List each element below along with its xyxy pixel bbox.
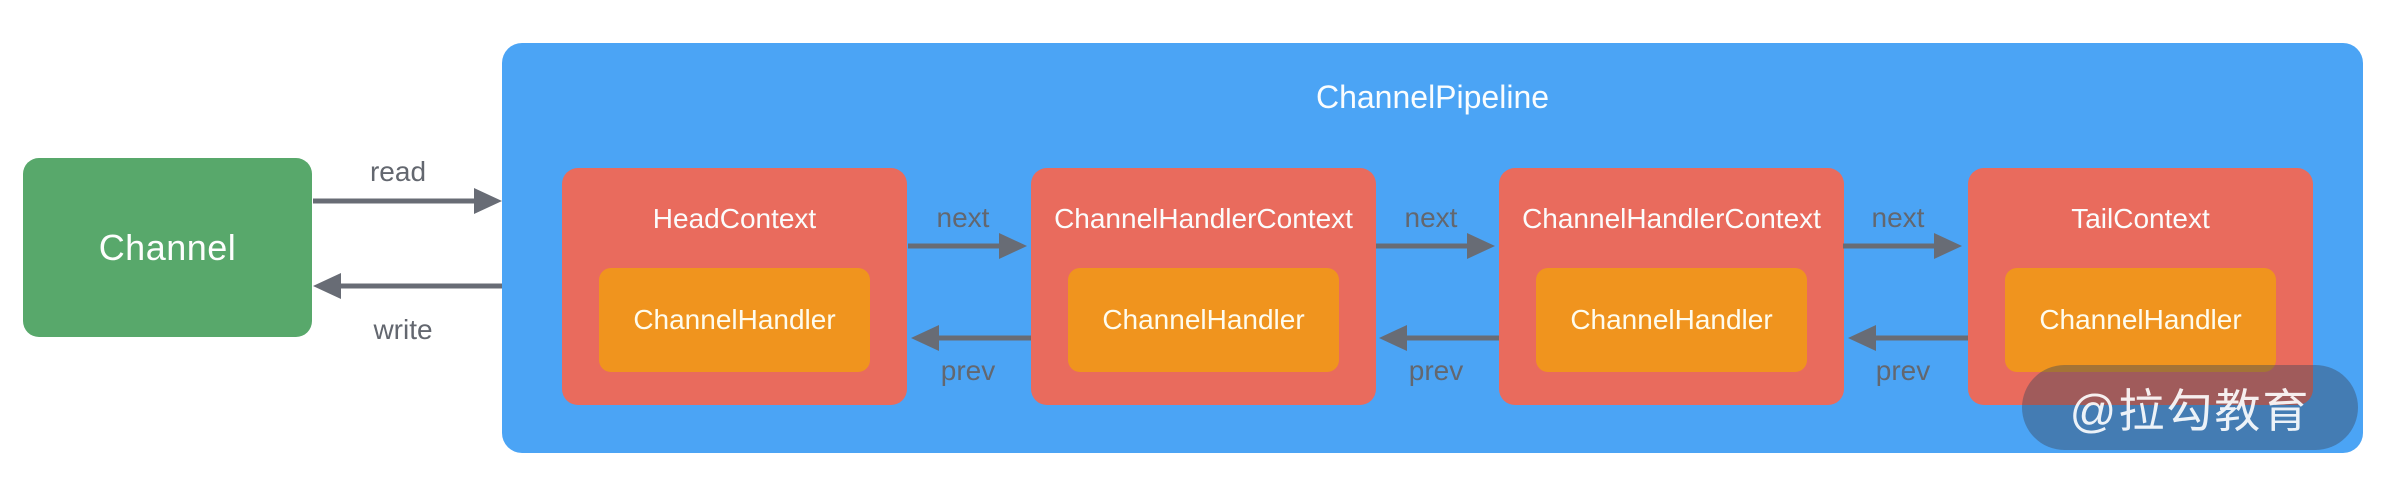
handler-context-title-2: ChannelHandlerContext: [1522, 203, 1821, 234]
channel-handler-label: ChannelHandler: [2039, 304, 2242, 335]
next-arrow-label-2: next: [1404, 202, 1458, 233]
prev-arrow-2: [1379, 325, 1499, 351]
prev-arrow-3: [1848, 325, 1968, 351]
tail-context-box: TailContext ChannelHandler: [1968, 168, 2313, 405]
head-context-box: HeadContext ChannelHandler: [562, 168, 907, 405]
channel-label: Channel: [98, 226, 237, 268]
next-arrow-1: [908, 233, 1027, 259]
pipeline-box: ChannelPipeline HeadContext ChannelHandl…: [502, 43, 2363, 453]
write-arrow-label: write: [373, 314, 433, 345]
handler-context-box-1: ChannelHandlerContext ChannelHandler: [1031, 168, 1376, 405]
next-arrow-3: [1843, 233, 1962, 259]
prev-arrow-1: [911, 325, 1031, 351]
tail-context-title: TailContext: [2071, 203, 2210, 234]
head-context-title: HeadContext: [652, 203, 817, 234]
channel-handler-box: ChannelHandler: [2005, 268, 2276, 372]
pipeline-title: ChannelPipeline: [1315, 79, 1550, 115]
channel-handler-label: ChannelHandler: [1570, 304, 1773, 335]
channel-handler-box: ChannelHandler: [599, 268, 870, 372]
read-arrow-label: read: [369, 156, 427, 187]
write-arrow: [313, 273, 502, 299]
channel-handler-box: ChannelHandler: [1536, 268, 1807, 372]
read-arrow: [313, 188, 502, 214]
prev-arrow-label-1: prev: [940, 355, 996, 386]
channel-handler-box: ChannelHandler: [1068, 268, 1339, 372]
watermark-text: @拉勾教育: [2069, 384, 2311, 437]
prev-arrow-label-2: prev: [1408, 355, 1464, 386]
channel-handler-label: ChannelHandler: [1102, 304, 1305, 335]
watermark-pill: @拉勾教育: [2022, 365, 2358, 450]
handler-context-box-2: ChannelHandlerContext ChannelHandler: [1499, 168, 1844, 405]
next-arrow-label-1: next: [936, 202, 990, 233]
channel-box: Channel: [23, 158, 312, 337]
channel-handler-label: ChannelHandler: [633, 304, 836, 335]
prev-arrow-label-3: prev: [1875, 355, 1931, 386]
next-arrow-2: [1376, 233, 1495, 259]
next-arrow-label-3: next: [1871, 202, 1925, 233]
handler-context-title-1: ChannelHandlerContext: [1054, 203, 1353, 234]
